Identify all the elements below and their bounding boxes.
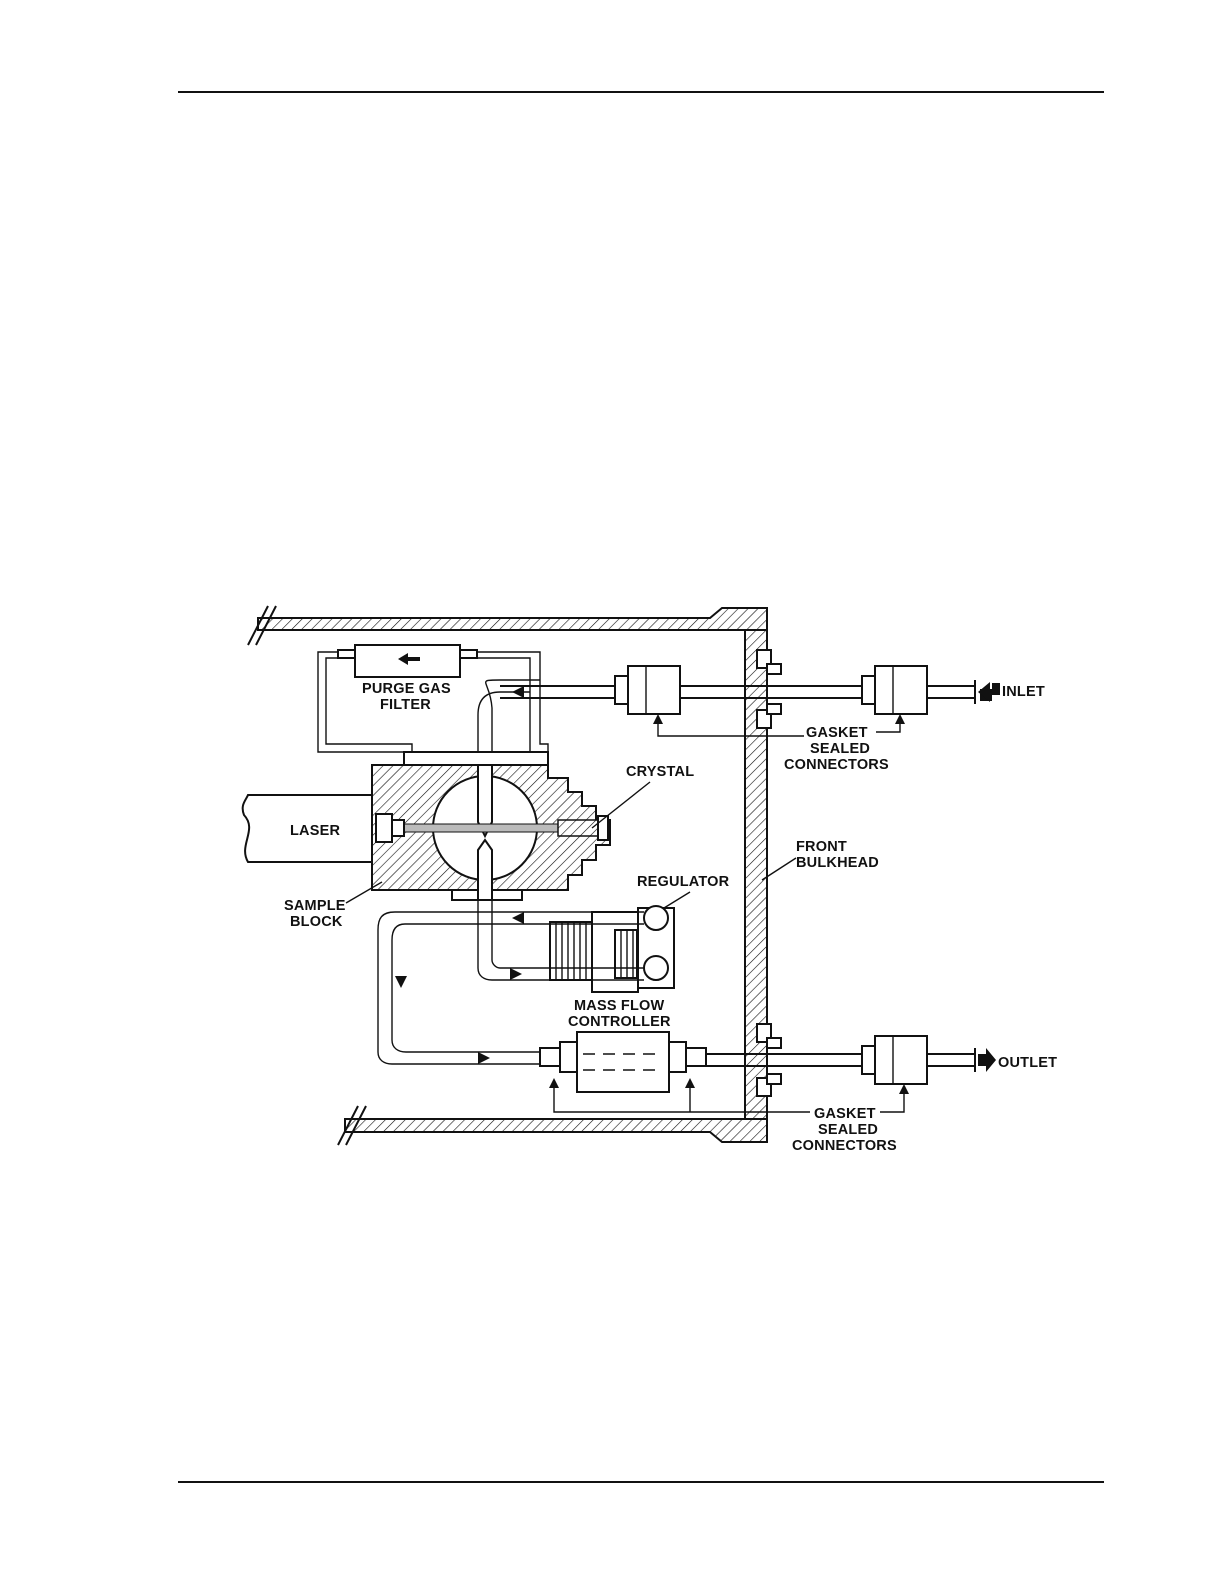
purge-gas-filter-label-1: PURGE GAS: [362, 681, 451, 697]
flow-arrow-reg-top: [512, 912, 524, 924]
purge-gas-filter: [338, 645, 477, 677]
gasket-connector-inlet-inner: [615, 666, 680, 714]
laser-coupler: [392, 820, 404, 836]
gasket-top-label-3: CONNECTORS: [784, 757, 889, 773]
laser-mount: [376, 814, 392, 842]
gasket-top-arrow-1: [653, 714, 663, 724]
regulator-label: REGULATOR: [637, 874, 730, 890]
gasket-bottom-label-2: SEALED: [818, 1122, 878, 1138]
regulator-leader: [664, 892, 690, 908]
sample-block-top-plate: [404, 752, 548, 765]
outlet-tube: [700, 1048, 975, 1072]
flow-arrow-mfc: [478, 1052, 490, 1064]
sample-block-label-1: SAMPLE: [284, 898, 346, 914]
flow-arrow-reg-bottom: [510, 968, 522, 980]
mass-flow-controller: [540, 1032, 706, 1092]
sample-block-leader: [346, 882, 382, 903]
mass-flow-controller-label-1: MASS FLOW: [574, 998, 665, 1014]
gasket-bottom-arrow-2: [685, 1078, 695, 1088]
purge-line-right: [477, 652, 548, 768]
inlet-label: INLET: [1002, 684, 1045, 700]
gasket-top-label-2: SEALED: [810, 741, 870, 757]
mass-flow-controller-label-2: CONTROLLER: [568, 1014, 671, 1030]
crystal-leader: [592, 782, 650, 828]
crystal-label: CRYSTAL: [626, 764, 694, 780]
front-bulkhead-label-2: BULKHEAD: [796, 855, 879, 871]
laser-label: LASER: [290, 823, 340, 839]
sample-block-label-2: BLOCK: [290, 914, 343, 930]
gasket-top-arrow-2: [895, 714, 905, 724]
flow-arrow-down: [395, 976, 407, 988]
outlet-label: OUTLET: [998, 1055, 1057, 1071]
outlet-arrowhead: [978, 1048, 996, 1072]
nozzle-bottom: [478, 840, 492, 900]
mfc-to-bulkhead-tube: [706, 1054, 745, 1066]
flow-arrow-purge: [512, 686, 524, 698]
gasket-bottom-arrow-3: [899, 1084, 909, 1094]
gasket-bottom-label-1: GASKET: [814, 1106, 876, 1122]
front-bulkhead: [745, 630, 767, 1119]
gasket-bottom-arrow-1: [549, 1078, 559, 1088]
gasket-connector-inlet-outer: [862, 666, 927, 714]
gasket-connector-outlet-outer: [862, 1036, 927, 1084]
front-bulkhead-label-1: FRONT: [796, 839, 847, 855]
gasket-top-label-1: GASKET: [806, 725, 868, 741]
purge-gas-filter-label-2: FILTER: [380, 697, 431, 713]
regulator: [550, 906, 674, 992]
gasket-bottom-label-3: CONNECTORS: [792, 1138, 897, 1154]
